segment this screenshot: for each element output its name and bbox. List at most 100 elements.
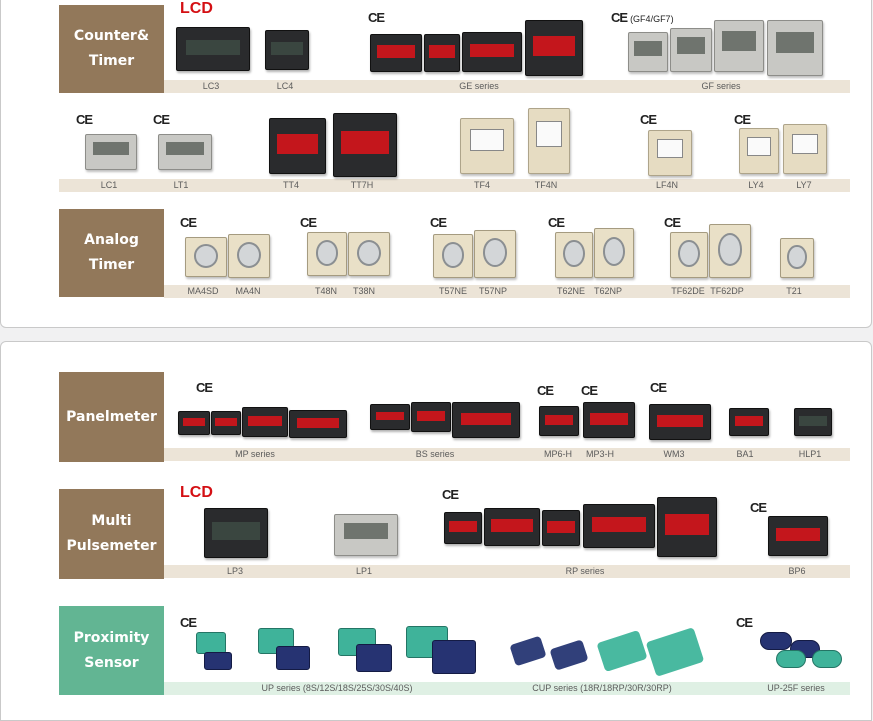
product-label: MP series <box>235 449 275 459</box>
product-label: GF series <box>701 81 741 91</box>
product-label: MP3-H <box>585 449 615 459</box>
category-counter-timer: Counter& Timer <box>59 5 164 93</box>
ce-mark: CE <box>736 615 753 630</box>
product-t38n <box>348 232 390 276</box>
product-tf62de <box>670 232 708 278</box>
product-rp-series-2 <box>484 508 540 546</box>
product-mp-series-3 <box>242 407 288 437</box>
product-label: BP6 <box>788 566 806 576</box>
product-bp6 <box>768 516 828 556</box>
product-up-series-6 <box>356 644 392 672</box>
label-strip <box>164 80 850 93</box>
product-ge-series-2 <box>424 34 460 72</box>
ce-mark: CE(GF4/GF7) <box>611 10 674 25</box>
ce-mark: CE <box>581 383 598 398</box>
product-mp-series-2 <box>211 411 241 435</box>
product-up-25f-series-4 <box>812 650 842 668</box>
product-up-25f-series-1 <box>760 632 792 650</box>
product-label: LP3 <box>226 566 244 576</box>
label-strip <box>164 285 850 298</box>
product-bs-series-3 <box>452 402 520 438</box>
ce-mark: CE <box>180 615 197 630</box>
product-hlp1 <box>794 408 832 436</box>
product-t21 <box>780 238 814 278</box>
product-ma4n <box>228 234 270 278</box>
product-label: LY4 <box>748 180 764 190</box>
product-label: TF4N <box>534 180 558 190</box>
ce-mark: CE <box>153 112 170 127</box>
product-mp-series-4 <box>289 410 347 438</box>
product-up-series-2 <box>204 652 232 670</box>
ce-mark: CE <box>650 380 667 395</box>
label-strip <box>164 448 850 461</box>
product-label: LF4N <box>655 180 679 190</box>
ce-mark: CE <box>76 112 93 127</box>
ce-mark: CE <box>640 112 657 127</box>
category-panelmeter: Panelmeter <box>59 372 164 462</box>
product-rp-series-3 <box>542 510 580 546</box>
product-bs-series-1 <box>370 404 410 430</box>
product-rp-series-5 <box>657 497 717 557</box>
product-wm3 <box>649 404 711 440</box>
product-label: LP1 <box>355 566 373 576</box>
ce-mark: CE <box>537 383 554 398</box>
product-gf-series-4 <box>767 20 823 76</box>
product-label: T48N <box>314 286 338 296</box>
product-label: LY7 <box>796 180 812 190</box>
product-label: MA4N <box>235 286 261 296</box>
ce-mark: CE <box>664 215 681 230</box>
category-analog-timer: Analog Timer <box>59 209 164 297</box>
product-label: T57NP <box>478 286 508 296</box>
ce-mark: CE <box>750 500 767 515</box>
product-label: BS series <box>415 449 455 459</box>
product-mp3-h <box>583 402 635 438</box>
product-label: T57NE <box>438 286 468 296</box>
product-rp-series-4 <box>583 504 655 548</box>
ce-mark: CE <box>180 215 197 230</box>
product-label: HLP1 <box>798 449 822 459</box>
product-label: RP series <box>565 566 605 576</box>
product-label: LC1 <box>100 180 118 190</box>
product-label: TF62DP <box>710 286 744 296</box>
product-lf4n <box>648 130 692 176</box>
product-label: LT1 <box>173 180 189 190</box>
product-ge-series-3 <box>462 32 522 72</box>
product-lc4 <box>265 30 309 70</box>
ce-mark: CE <box>734 112 751 127</box>
product-up-series-8 <box>432 640 476 674</box>
product-up-25f-series-3 <box>776 650 806 668</box>
ce-mark: CE <box>548 215 565 230</box>
product-t62ne <box>555 232 593 278</box>
product-ma4sd <box>185 237 227 277</box>
product-ba1 <box>729 408 769 436</box>
category-multi-pulsemeter: Multi Pulsemeter <box>59 489 164 579</box>
product-mp-series-1 <box>178 411 210 435</box>
product-ly7 <box>783 124 827 174</box>
product-t57np <box>474 230 516 278</box>
product-label: TF62DE <box>671 286 705 296</box>
ce-mark: CE <box>368 10 385 25</box>
ce-mark: CE <box>196 380 213 395</box>
lcd-mark: LCD <box>180 484 213 501</box>
product-label: BA1 <box>736 449 754 459</box>
product-tt7h <box>333 113 397 177</box>
product-lc3 <box>176 27 250 71</box>
lcd-mark: LCD <box>180 0 213 17</box>
product-mp6-h <box>539 406 579 436</box>
product-ly4 <box>739 128 779 174</box>
product-label: UP series (8S/12S/18S/25S/30S/40S) <box>261 683 413 693</box>
category-proximity-sensor: Proximity Sensor <box>59 606 164 695</box>
product-label: GE series <box>459 81 499 91</box>
product-label: T21 <box>786 286 802 296</box>
product-label: WM3 <box>663 449 685 459</box>
product-tf4 <box>460 118 514 174</box>
product-up-series-1 <box>196 632 226 654</box>
product-label: LC4 <box>276 81 294 91</box>
product-ge-series-4 <box>525 20 583 76</box>
product-lt1 <box>158 134 212 170</box>
ce-mark: CE <box>442 487 459 502</box>
product-ge-series-1 <box>370 34 422 72</box>
product-rp-series-1 <box>444 512 482 544</box>
product-lp3 <box>204 508 268 558</box>
label-strip <box>59 179 850 192</box>
